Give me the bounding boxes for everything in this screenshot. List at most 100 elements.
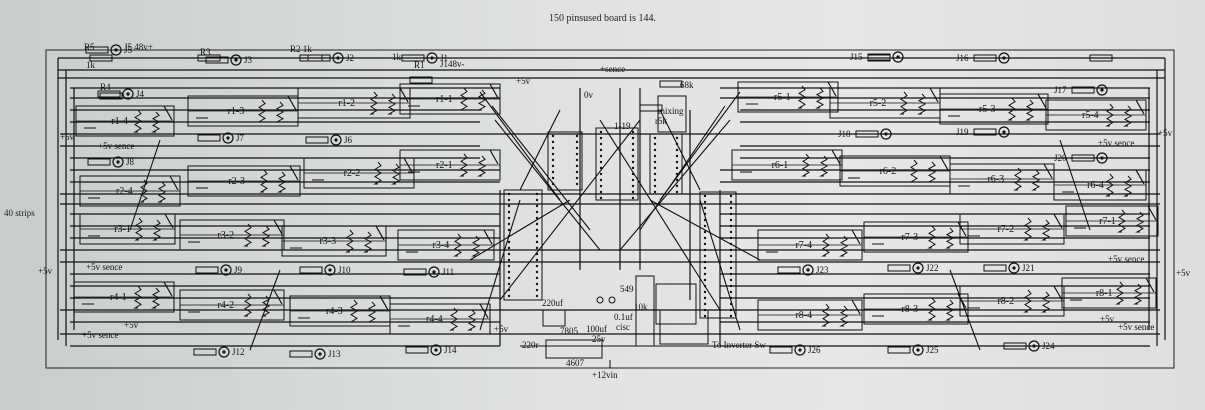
jack-label: J20 (1054, 153, 1067, 163)
jack-j18: J18 (838, 128, 892, 140)
relay-r3-2: r3-2 (179, 219, 285, 251)
relay-label: r2-3 (228, 176, 245, 187)
label-mixing: mixing (658, 106, 684, 116)
label-100uf: 100uf (586, 324, 607, 334)
relay-r6-1: r6-1 (731, 149, 843, 181)
label-220uf: 220uf (542, 298, 563, 308)
relay-label: r5-1 (774, 92, 791, 103)
relay-label: r8-2 (997, 296, 1014, 307)
relay-r1-3: r1-3 (187, 95, 299, 127)
jack-j8: J8 (87, 156, 135, 168)
jack-label: J13 (328, 349, 341, 359)
relay-r2-1: r2-1 (399, 149, 501, 181)
label-j1: J148v- (440, 59, 465, 69)
relay-label: r6-2 (880, 166, 897, 177)
label-25v: 25v (592, 334, 606, 344)
jack-j17: J17 (1054, 84, 1108, 96)
relay-label: r8-1 (1096, 288, 1113, 299)
strips-label: 40 strips (4, 208, 35, 218)
relay-r4-1: r4-1 (73, 281, 175, 313)
resistor-body (299, 54, 323, 62)
jack-label: J26 (808, 345, 821, 355)
jack-j26: J26 (769, 344, 821, 356)
relay-label: r4-1 (110, 292, 127, 303)
resistor-body (409, 76, 433, 84)
jack-label: J2 (346, 53, 354, 63)
relay-label: r3-3 (319, 236, 336, 247)
label-01uf: 0.1uf (614, 312, 633, 322)
relay-label: r7-4 (795, 240, 812, 251)
jack-label: J6 (344, 135, 353, 145)
label-j5: J5 48v+ (124, 42, 153, 52)
label-4607: 4607 (566, 358, 585, 368)
resistor-body (639, 104, 663, 112)
jack-label: J10 (338, 265, 351, 275)
relay-label: r2-4 (116, 186, 133, 197)
relay-label: r1-4 (111, 116, 128, 127)
label-inverter: To Inverter Sw (712, 340, 766, 350)
label-plus5v-top: +5v (516, 76, 531, 86)
label-5v-sence-left2: +5v sence (86, 262, 122, 272)
relay-r1-2: r1-2 (297, 87, 411, 119)
jack-j11: J11 (403, 266, 454, 278)
label-0v: 0v (584, 90, 594, 100)
jack-label: J17 (1054, 85, 1067, 95)
resistor-group (89, 54, 1113, 112)
jack-j3: J3 (205, 54, 253, 66)
jack-j7: J7 (197, 132, 245, 144)
jack-j13: J13 (289, 348, 341, 360)
relay-label: r8-3 (901, 304, 918, 315)
jack-label: J3 (244, 55, 253, 65)
jack-j4: J4 (97, 88, 145, 100)
label-5v-sence-right2: +5v sence (1108, 254, 1144, 264)
label-12vin: +12vin (592, 370, 618, 380)
label-5v-sence-left: +5v sence (98, 141, 134, 151)
jack-j5: J5 (85, 44, 133, 56)
relay-r2-2: r2-2 (303, 157, 415, 189)
resistor-body (1089, 54, 1113, 62)
label-10k: 10k (634, 302, 648, 312)
jack-j14: J14 (405, 344, 457, 356)
label-5v-sence-right3: +5v sence (1118, 322, 1154, 332)
label-cisc: cisc (616, 322, 630, 332)
label-5v-l3: +5v (124, 320, 139, 330)
label-sence: +sence (600, 64, 625, 74)
relay-r8-4: r8-4 (757, 299, 863, 331)
label-5v-l1: +5v (60, 132, 75, 142)
jack-label: J21 (1022, 263, 1035, 273)
resistor-body (89, 54, 113, 62)
relay-group: r1-1r1-2r1-3 r1-4 r2-1 r2-2 r2-3 r2-4 r3-1 r3-2… (73, 81, 1159, 335)
relay-label: r6-4 (1087, 180, 1104, 191)
jack-j22: J22 (887, 262, 939, 274)
jack-label: J7 (236, 133, 245, 143)
relay-label: r5-2 (870, 98, 887, 109)
relay-label: r2-2 (344, 168, 361, 179)
jack-label: J1 (440, 53, 448, 63)
label-r2: R2 1k (290, 44, 312, 54)
relay-label: r2-1 (436, 160, 453, 171)
relay-label: r3-2 (217, 230, 234, 241)
relay-r6-2: r6-2 (839, 155, 951, 187)
label-5v-r3: +5v (1100, 314, 1115, 324)
relay-r2-3: r2-3 (187, 165, 301, 197)
jack-j24: J24 (1003, 340, 1055, 352)
jack-j9: J9 (195, 264, 243, 276)
relay-label: r5-3 (979, 104, 996, 115)
jack-j21: J21 (983, 262, 1035, 274)
relay-r7-4: r7-4 (757, 229, 863, 261)
label-5v-r2: +5v (1176, 268, 1191, 278)
relay-label: r6-1 (772, 160, 789, 171)
relay-r1-1: r1-1 (399, 83, 501, 115)
ic-chips (503, 95, 737, 319)
relay-r4-2: r4-2 (179, 289, 285, 321)
relay-r3-3: r3-3 (281, 225, 387, 257)
resistor-body (197, 54, 221, 62)
relay-label: r3-1 (114, 224, 131, 235)
jack-j19: J19 (956, 126, 1010, 138)
resistor-body (99, 92, 123, 100)
jack-label: J18 (838, 129, 851, 139)
label-7805: 7805 (560, 326, 579, 336)
relay-label: r6-3 (987, 174, 1004, 185)
relay-r6-3: r6-3 (949, 163, 1055, 195)
